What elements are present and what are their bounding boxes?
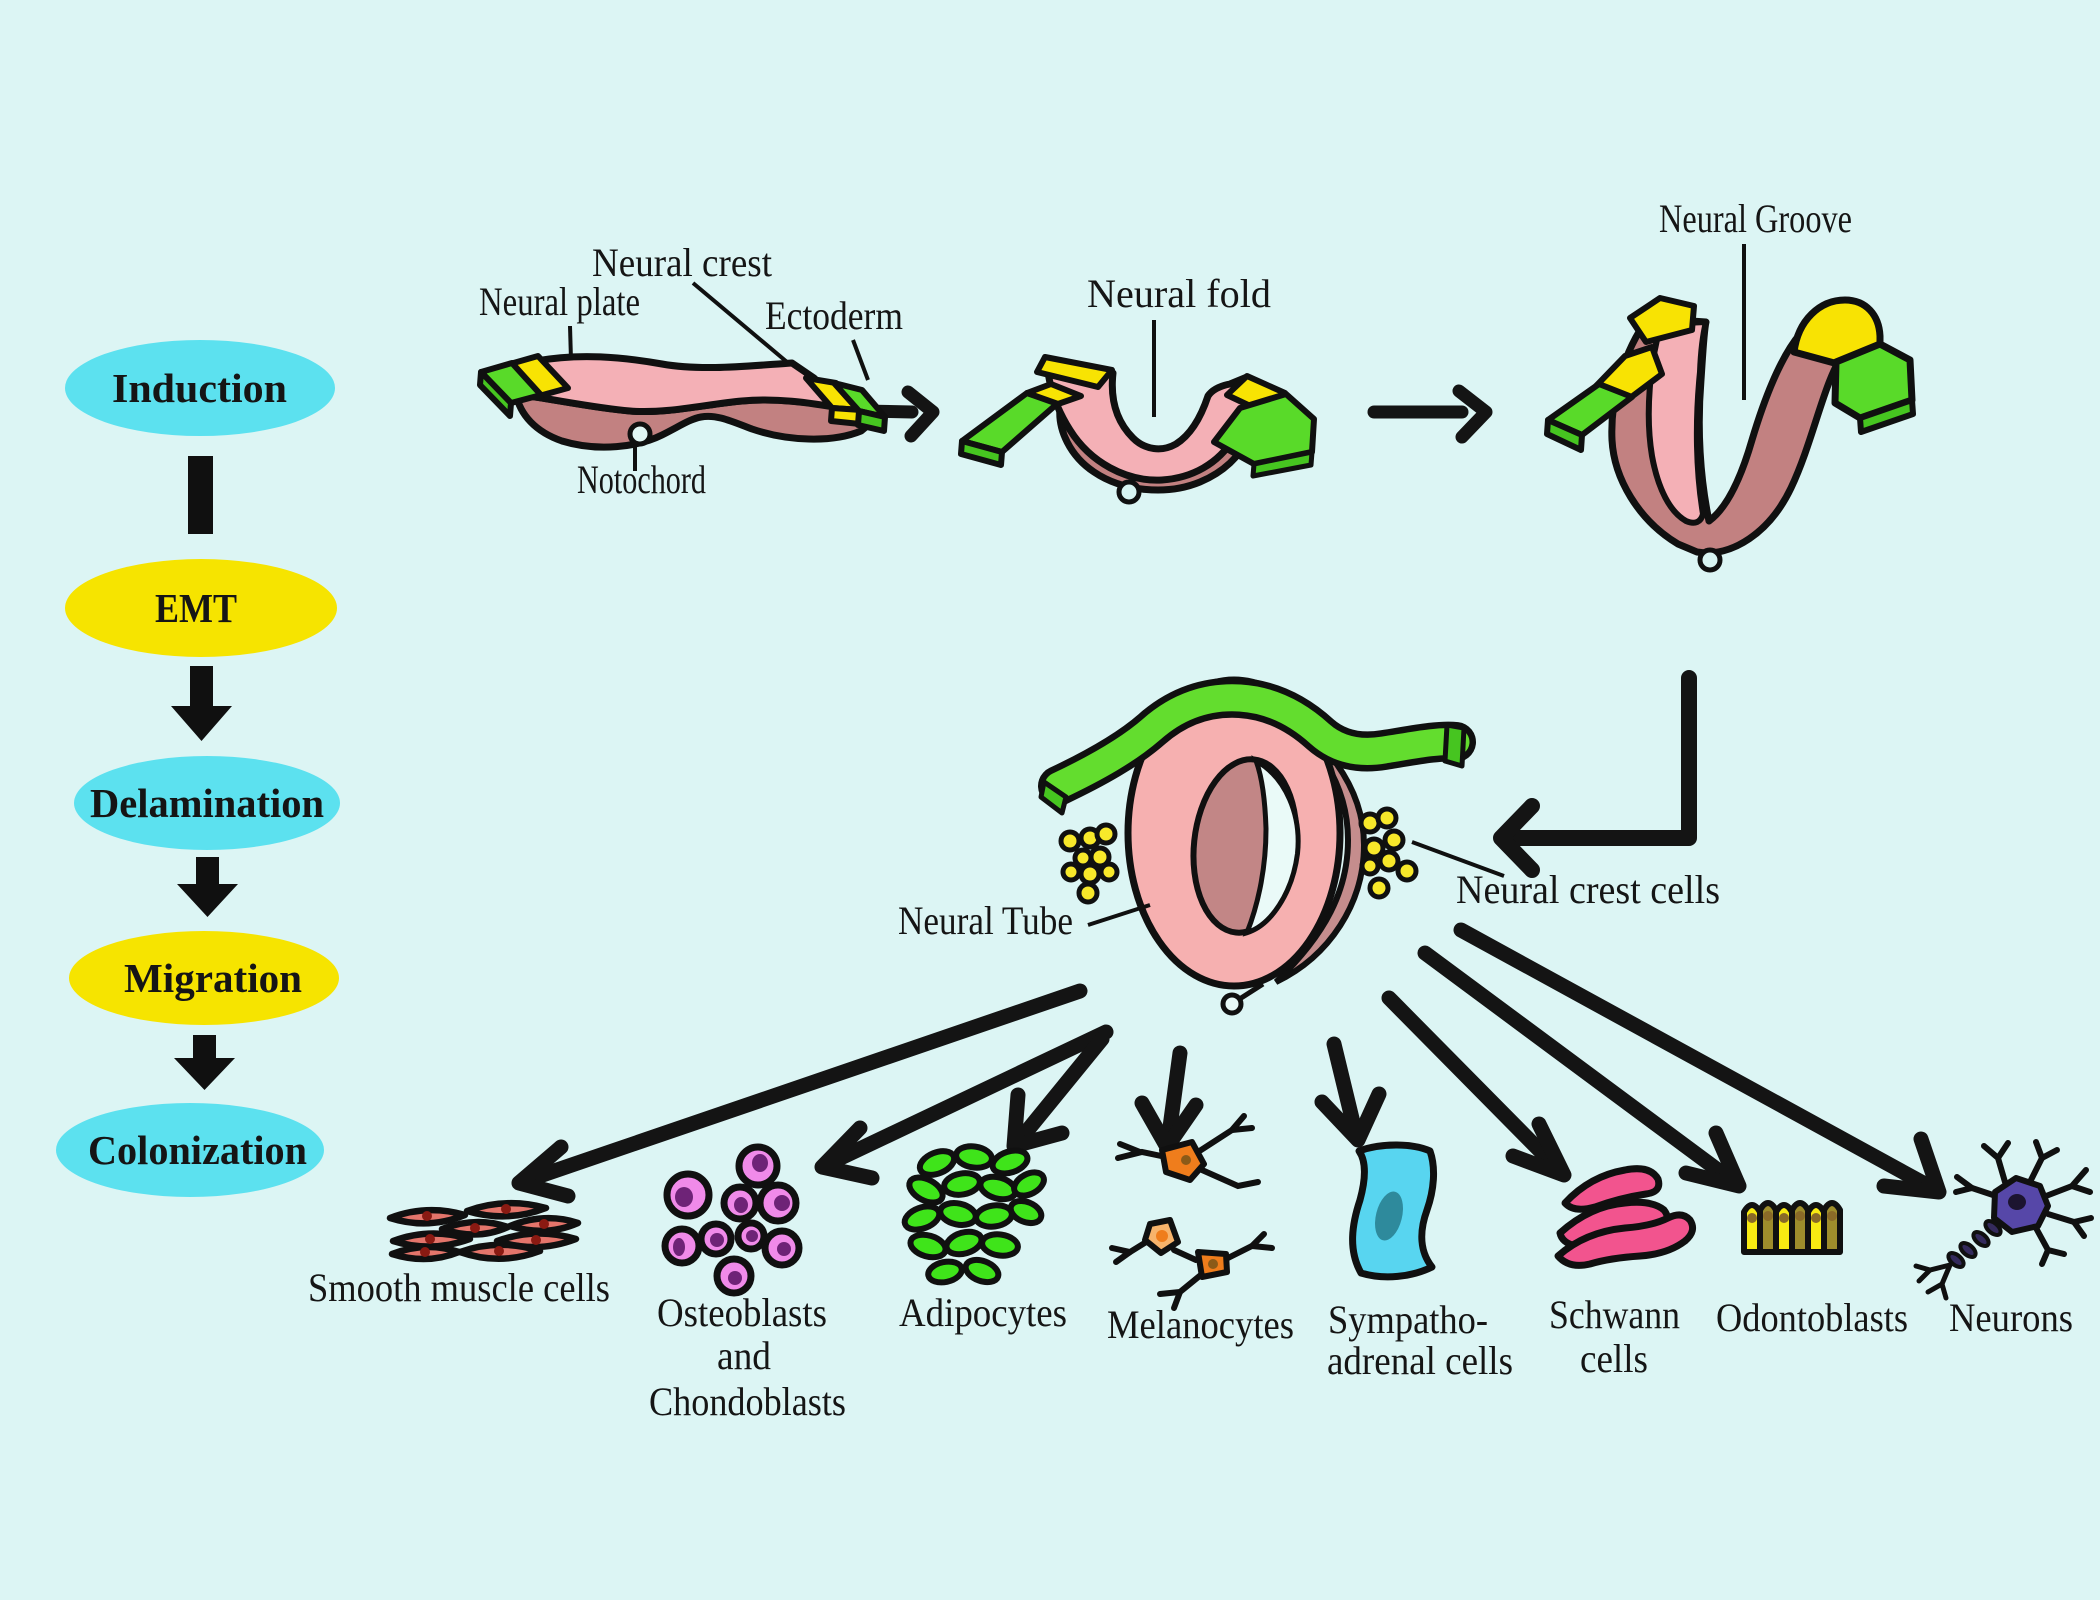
svg-text:Neural fold: Neural fold xyxy=(1087,271,1271,316)
svg-text:Osteoblasts: Osteoblasts xyxy=(657,1290,827,1335)
svg-text:Neural plate: Neural plate xyxy=(479,279,640,324)
svg-text:Chondoblasts: Chondoblasts xyxy=(649,1379,846,1424)
svg-text:Neural Groove: Neural Groove xyxy=(1659,196,1852,241)
svg-text:Neural crest: Neural crest xyxy=(592,240,772,285)
svg-text:Melanocytes: Melanocytes xyxy=(1107,1302,1294,1347)
svg-text:adrenal cells: adrenal cells xyxy=(1327,1338,1513,1383)
svg-text:Notochord: Notochord xyxy=(577,457,706,502)
svg-text:Colonization: Colonization xyxy=(88,1127,307,1173)
svg-text:Schwann: Schwann xyxy=(1549,1292,1680,1337)
svg-text:EMT: EMT xyxy=(155,585,237,631)
svg-text:Ectoderm: Ectoderm xyxy=(765,293,903,338)
svg-text:Adipocytes: Adipocytes xyxy=(899,1290,1067,1335)
svg-text:Neurons: Neurons xyxy=(1949,1295,2073,1340)
svg-text:Delamination: Delamination xyxy=(90,780,324,826)
svg-text:cells: cells xyxy=(1580,1336,1648,1381)
svg-text:and: and xyxy=(717,1333,771,1378)
svg-text:Induction: Induction xyxy=(112,365,287,411)
svg-text:Smooth muscle cells: Smooth muscle cells xyxy=(308,1265,610,1310)
svg-text:Migration: Migration xyxy=(124,955,302,1001)
svg-text:Sympatho-: Sympatho- xyxy=(1328,1297,1488,1342)
svg-text:Odontoblasts: Odontoblasts xyxy=(1716,1295,1908,1340)
svg-text:Neural Tube: Neural Tube xyxy=(898,898,1073,943)
